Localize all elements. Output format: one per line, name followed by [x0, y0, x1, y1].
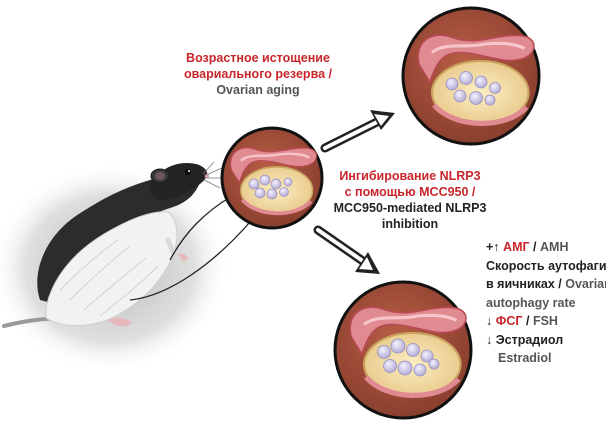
outcome-autophagy-ru-2: в яичниках / Ovarian [486, 275, 606, 294]
outcome-estradiol: ↓ Эстрадиол [486, 331, 606, 350]
inhibition-label-ru: Ингибирование NLRP3 [339, 169, 481, 183]
rat-body-white [45, 211, 178, 326]
inhibition-label: Ингибирование NLRP3 с помощью MCC950 / M… [330, 168, 490, 232]
arrow-upper [320, 110, 395, 153]
estradiol-label-ru: Эстрадиол [495, 332, 564, 347]
autophagy-ru-line2: в яичниках / [486, 277, 562, 291]
amh-label-en: АМН [540, 240, 569, 254]
follicles-top [445, 71, 501, 106]
amh-arrows: +↑ [486, 240, 500, 254]
amh-separator: / [529, 240, 540, 254]
circle-ovary-top [401, 6, 541, 146]
circle-aged-ovary [220, 126, 324, 230]
rat-back-paw [108, 317, 132, 327]
inhibition-label-en: MCC950-mediated NLRP3 [333, 201, 487, 215]
outcome-autophagy-ru: Скорость аутофагии [486, 258, 606, 273]
autophagy-en-line1: Ovarian [565, 277, 606, 291]
aging-label: Возрастное истощение овариального резерв… [168, 50, 348, 98]
outcome-autophagy-en-2: autophagy rate [486, 295, 576, 310]
fsh-label-ru: ФСГ [495, 314, 523, 328]
fsh-separator: / [522, 314, 533, 328]
outcome-estradiol-en: Estradiol [498, 351, 552, 365]
rat-front-paw [176, 253, 188, 261]
circle-ovary-bottom [333, 280, 473, 420]
inhibition-label-ru-2: с помощью MCC950 / [344, 185, 476, 199]
aging-label-ru-2: овариального резерва / [184, 67, 332, 81]
pointer-line-upper [169, 195, 233, 261]
outcome-amh: +↑ АМГ / АМН [486, 238, 606, 257]
rat-whiskers [202, 161, 224, 189]
aging-label-ru: Возрастное истощение [186, 51, 330, 65]
amh-label-ru: АМГ [503, 240, 530, 254]
follicles-center [248, 174, 293, 200]
rat-eye [185, 169, 191, 175]
inhibition-label-en-2: inhibition [381, 217, 439, 231]
pointer-line-lower [129, 221, 251, 301]
outcome-fsh: ↓ ФСГ / FSH [486, 312, 606, 331]
rat-illustration [2, 161, 224, 328]
outcomes-list: +↑ АМГ / АМН Скорость аутофагии в яичник… [486, 238, 606, 368]
follicles-bottom [377, 338, 440, 377]
estradiol-arrow: ↓ [486, 332, 493, 347]
aging-label-en: Ovarian aging [216, 83, 300, 97]
fsh-label-en: FSH [532, 314, 558, 328]
fsh-arrow: ↓ [486, 314, 493, 328]
arrow-lower [313, 225, 380, 274]
